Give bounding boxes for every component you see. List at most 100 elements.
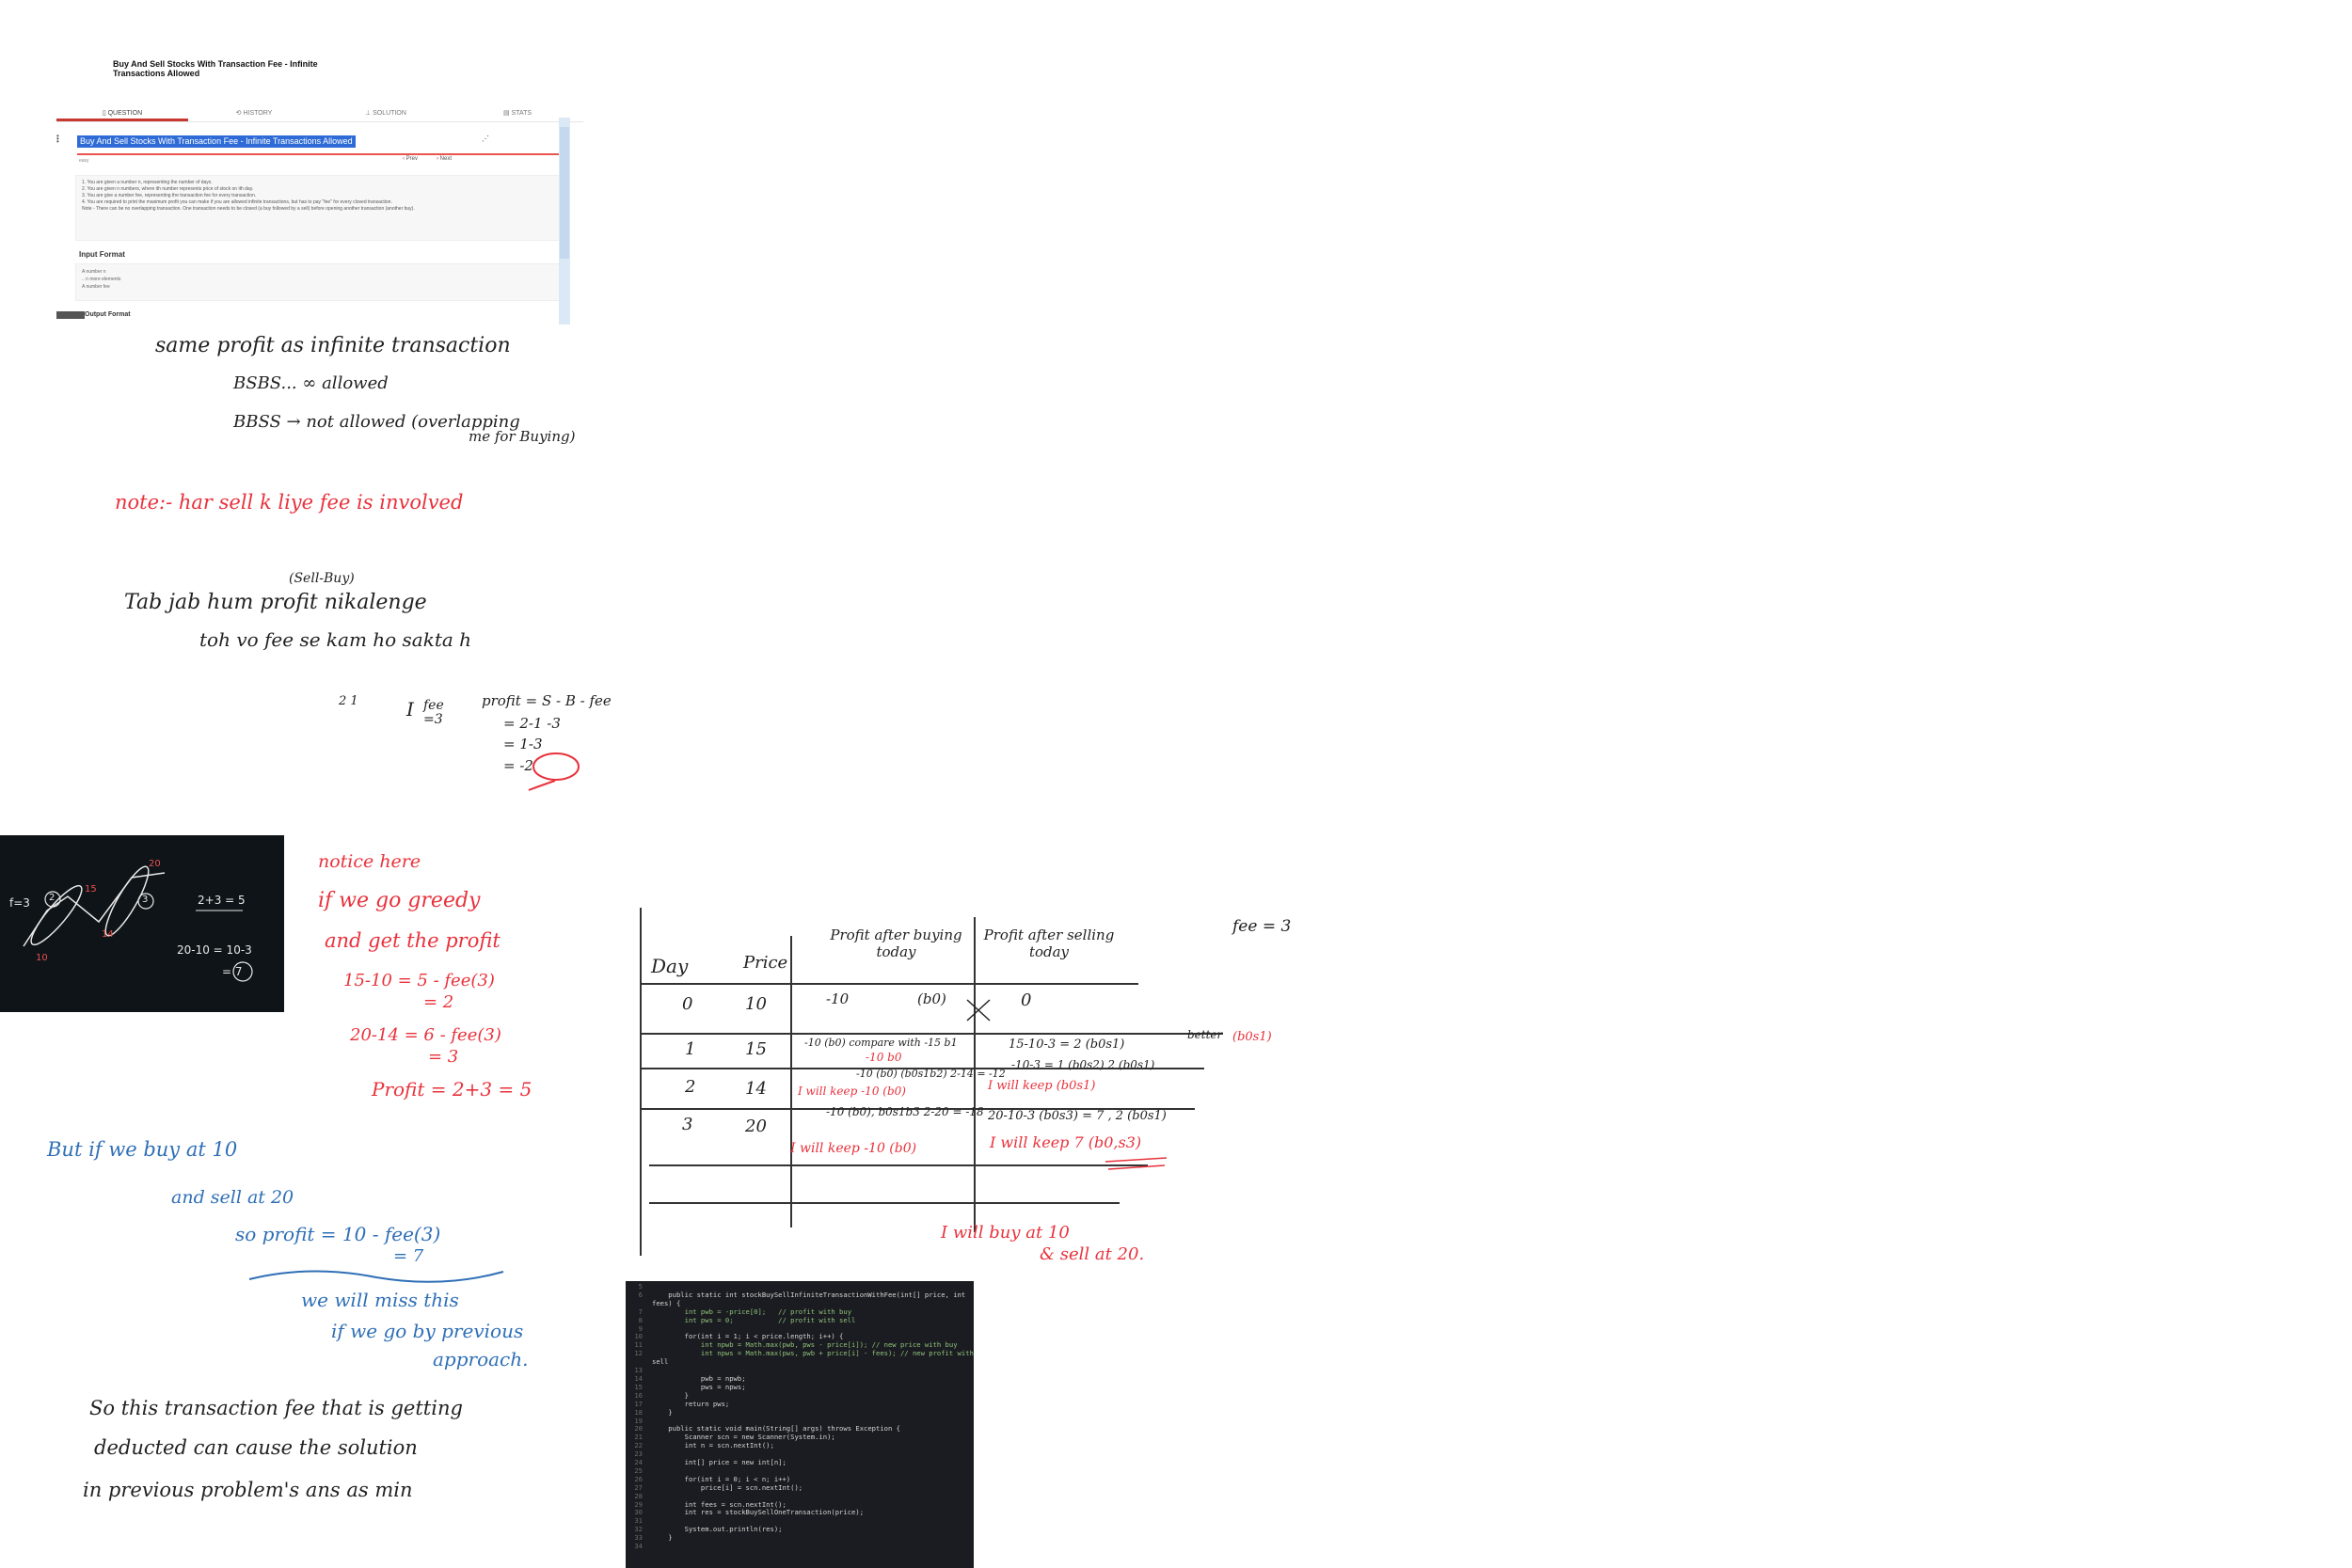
code-line: 29 int fees = scn.nextInt(); bbox=[626, 1500, 974, 1510]
note-fee-involved: note:- har sell k liye fee is involved bbox=[115, 491, 464, 514]
code-line: 32 System.out.println(res); bbox=[626, 1525, 974, 1534]
code-text: int[] price = new int[n]; bbox=[652, 1458, 787, 1467]
code-text: for(int i = 1; i < price.length; i++) { bbox=[652, 1332, 844, 1341]
fee-label: fee = 3 bbox=[1232, 917, 1292, 936]
conclusion-note: in previous problem's ans as min bbox=[83, 1479, 413, 1501]
blue-note: we will miss this bbox=[301, 1289, 459, 1311]
code-line: 33 } bbox=[626, 1533, 974, 1543]
next-button[interactable]: › Next bbox=[437, 156, 452, 162]
code-text: } bbox=[652, 1390, 689, 1400]
tab-stats[interactable]: ▤ STATS bbox=[452, 108, 583, 121]
line-number: 16 bbox=[634, 1390, 643, 1400]
code-line: 31 bbox=[626, 1516, 974, 1526]
line-number: 19 bbox=[634, 1416, 643, 1425]
code-line: 22 int n = scn.nextInt(); bbox=[626, 1441, 974, 1450]
cell-price: 20 bbox=[745, 1117, 767, 1136]
note-overlap-cont: me for Buying) bbox=[469, 428, 576, 445]
table-line bbox=[649, 1202, 1120, 1204]
history-icon: ⟲ bbox=[235, 110, 244, 117]
tab-question[interactable]: ▯ QUESTION bbox=[56, 108, 188, 121]
table-line bbox=[640, 1033, 1223, 1035]
code-line: 17 return pws; bbox=[626, 1400, 974, 1409]
sketch-label: 2+3 = 5 bbox=[198, 894, 246, 907]
code-line: 12 int npws = Math.max(pws, pwb + price[… bbox=[626, 1349, 974, 1358]
mini-bracket: I bbox=[406, 698, 414, 721]
code-line: 26 for(int i = 0; i < n; i++) bbox=[626, 1475, 974, 1484]
line-number: 9 bbox=[638, 1323, 643, 1333]
blue-note: so profit = 10 - fee(3) bbox=[235, 1223, 441, 1245]
blue-note: if we go by previous bbox=[331, 1320, 524, 1342]
tab-solution[interactable]: ⊥ SOLUTION bbox=[320, 108, 452, 121]
menu-dots-icon[interactable]: ••• bbox=[56, 132, 59, 146]
tab-history[interactable]: ⟲ HISTORY bbox=[188, 108, 320, 121]
code-text: int npwb = Math.max(pwb, pws - price[i])… bbox=[652, 1340, 958, 1350]
code-text: int n = scn.nextInt(); bbox=[652, 1441, 774, 1450]
circle-mark bbox=[137, 893, 154, 910]
code-line: 34 bbox=[626, 1542, 974, 1551]
share-icon[interactable]: ⋰ bbox=[482, 135, 489, 143]
cell-day: 0 bbox=[682, 994, 693, 1014]
greedy-note: notice here bbox=[318, 851, 421, 872]
prev-button[interactable]: ‹ Prev bbox=[403, 156, 418, 162]
code-line: 13 bbox=[626, 1366, 974, 1375]
table-annotation: & sell at 20. bbox=[1040, 1244, 1145, 1264]
code-text: int npws = Math.max(pws, pwb + price[i] … bbox=[652, 1349, 974, 1358]
code-line: sell bbox=[626, 1357, 974, 1367]
solution-icon: ⊥ bbox=[365, 110, 373, 117]
stats-icon: ▤ bbox=[502, 110, 512, 117]
line-number: 20 bbox=[634, 1424, 643, 1433]
table-line bbox=[790, 936, 792, 1227]
code-line: 6 public static int stockBuySellInfinite… bbox=[626, 1291, 974, 1300]
collapse-handle[interactable] bbox=[56, 311, 85, 319]
code-line: 11 int npwb = Math.max(pwb, pws - price[… bbox=[626, 1340, 974, 1350]
circle-mark bbox=[44, 891, 61, 908]
line-number: 28 bbox=[634, 1491, 643, 1500]
code-text: fees) { bbox=[652, 1298, 681, 1307]
tab-label: QUESTION bbox=[107, 110, 143, 117]
header-price: Price bbox=[743, 953, 788, 973]
greedy-note: 15-10 = 5 - fee(3) bbox=[343, 971, 495, 990]
mini-calc: = 2-1 -3 bbox=[503, 715, 561, 732]
tab-bar: ▯ QUESTION ⟲ HISTORY ⊥ SOLUTION ▤ STATS bbox=[56, 108, 583, 122]
question-icon: ▯ bbox=[102, 110, 108, 117]
sketch-label: 20-10 = 10-3 bbox=[177, 943, 252, 957]
line-number: 21 bbox=[634, 1433, 643, 1442]
code-text: price[i] = scn.nextInt(); bbox=[652, 1482, 803, 1492]
cell-sell: 0 bbox=[1021, 990, 1032, 1010]
code-line: 16 } bbox=[626, 1390, 974, 1401]
code-line: 15 pws = npws; bbox=[626, 1382, 974, 1392]
blue-note: But if we buy at 10 bbox=[47, 1138, 238, 1161]
chevron-right-icon: › bbox=[437, 156, 438, 162]
underline-stroke bbox=[1104, 1157, 1168, 1170]
cell-buy: -10 (b0) compare with -15 b1 bbox=[804, 1037, 958, 1049]
line-number: 23 bbox=[634, 1449, 643, 1459]
cell-sell: 15-10-3 = 2 (b0s1) bbox=[1009, 1037, 1125, 1052]
table-annotation: I will keep (b0s1) bbox=[988, 1079, 1096, 1093]
code-text: pwb = npwb; bbox=[652, 1373, 746, 1383]
title-divider bbox=[77, 153, 566, 155]
table-line bbox=[640, 983, 1138, 985]
input-format-line: A number fee bbox=[82, 284, 110, 290]
note-bsbs: BSBS... ∞ allowed bbox=[233, 373, 389, 393]
cell-day: 3 bbox=[682, 1115, 693, 1134]
note-profit-line2: toh vo fee se kam ho sakta h bbox=[199, 628, 472, 651]
blue-underline bbox=[248, 1270, 504, 1283]
code-line: 24 int[] price = new int[n]; bbox=[626, 1458, 974, 1467]
line-number: 25 bbox=[634, 1465, 643, 1475]
blue-note: = 7 bbox=[393, 1246, 424, 1266]
line-number: 15 bbox=[634, 1382, 643, 1391]
scrollbar-thumb[interactable] bbox=[560, 127, 569, 259]
line-number: 18 bbox=[634, 1407, 643, 1417]
input-format-box: A number n .. n more elements A number f… bbox=[75, 263, 564, 301]
sketch-label: 3 bbox=[142, 895, 149, 905]
problem-statement: 1. You are given a number n, representin… bbox=[75, 175, 564, 241]
transaction-loop bbox=[30, 884, 83, 946]
header-sell: Profit after selling today bbox=[983, 927, 1115, 960]
line-number: 7 bbox=[638, 1307, 643, 1316]
mini-annotation bbox=[528, 752, 580, 791]
code-text: } bbox=[652, 1533, 673, 1543]
underline-stroke bbox=[528, 780, 556, 791]
table-annotation: better bbox=[1187, 1028, 1223, 1041]
code-text: Scanner scn = new Scanner(System.in); bbox=[652, 1433, 835, 1442]
